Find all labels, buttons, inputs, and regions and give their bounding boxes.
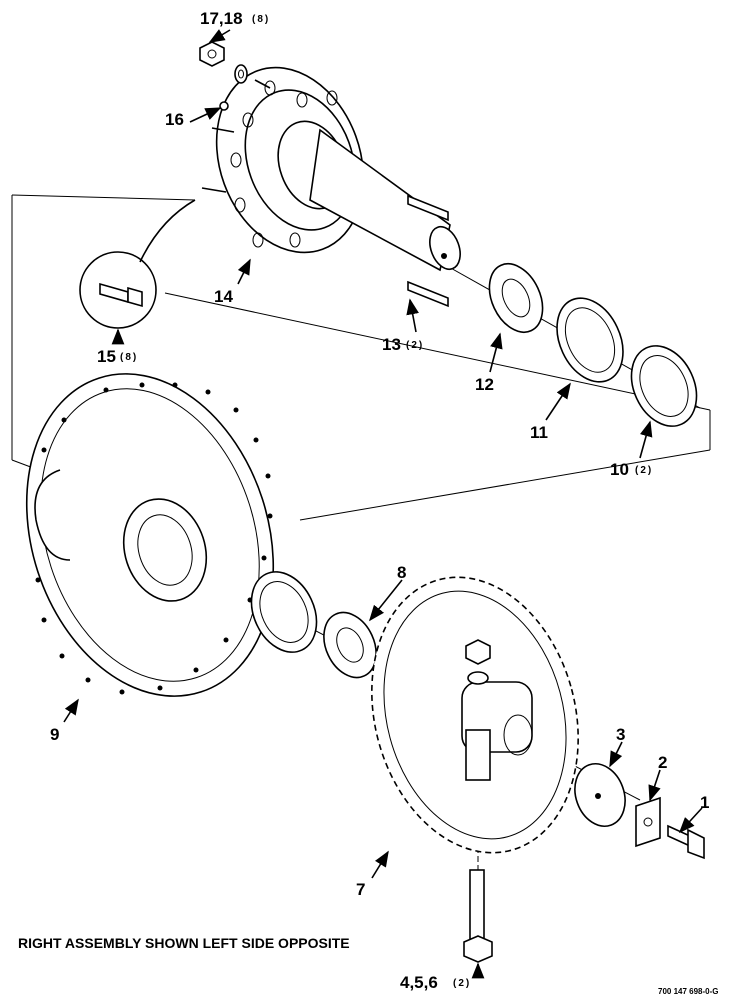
callout-labels: 1 2 3 4,5,6 (2) 7 8 9 10 (2) 11 12 13 (2… xyxy=(50,9,709,992)
callout-15: 15 xyxy=(97,347,116,366)
callout-15-qty: (8) xyxy=(120,352,138,363)
callout-13: 13 xyxy=(382,335,401,354)
bearing-cone-part-12 xyxy=(488,263,544,333)
wheel-stud-detail-part-15 xyxy=(79,199,196,329)
callout-9: 9 xyxy=(50,725,59,744)
spindle-hub-part-14 xyxy=(201,66,461,272)
callout-10-qty: (2) xyxy=(635,465,653,476)
callout-13-qty: (2) xyxy=(406,340,424,351)
callout-1: 1 xyxy=(700,793,709,812)
bearing-cup-lower xyxy=(250,571,318,653)
callout-4-5-6: 4,5,6 xyxy=(400,973,438,992)
callout-11: 11 xyxy=(530,423,548,442)
bearing-cup-part-11 xyxy=(556,297,624,383)
keys-part-13 xyxy=(407,194,449,308)
bearing-cone-part-8 xyxy=(323,611,377,679)
drawing-number: 700 147 698-0-G xyxy=(658,987,719,996)
callout-8: 8 xyxy=(397,563,406,582)
callout-17-18-qty: (8) xyxy=(252,14,270,25)
lock-tab-part-2 xyxy=(635,796,661,848)
assembly-caption: RIGHT ASSEMBLY SHOWN LEFT SIDE OPPOSITE xyxy=(18,935,350,951)
callout-10: 10 xyxy=(610,460,629,479)
callout-2: 2 xyxy=(658,753,667,772)
leader-lines xyxy=(63,29,703,979)
callout-17-18: 17,18 xyxy=(200,9,243,28)
washer-plate-part-3 xyxy=(574,763,626,827)
bolt-part-1 xyxy=(667,824,705,860)
grease-fitting-part-16 xyxy=(219,101,229,111)
hub-bolt-holes xyxy=(230,80,338,248)
sprocket-part-7 xyxy=(371,576,579,854)
seal-part-10 xyxy=(630,345,698,427)
callout-3: 3 xyxy=(616,725,625,744)
hub-disc-part-9 xyxy=(25,373,275,697)
callout-7: 7 xyxy=(356,880,365,899)
nut-washer-part-17-18 xyxy=(199,41,248,84)
callout-12: 12 xyxy=(475,375,494,394)
callout-4-5-6-qty: (2) xyxy=(453,978,471,989)
bolt-assembly-part-4-5-6 xyxy=(463,639,493,963)
callout-14: 14 xyxy=(214,287,233,306)
callout-16: 16 xyxy=(165,110,184,129)
